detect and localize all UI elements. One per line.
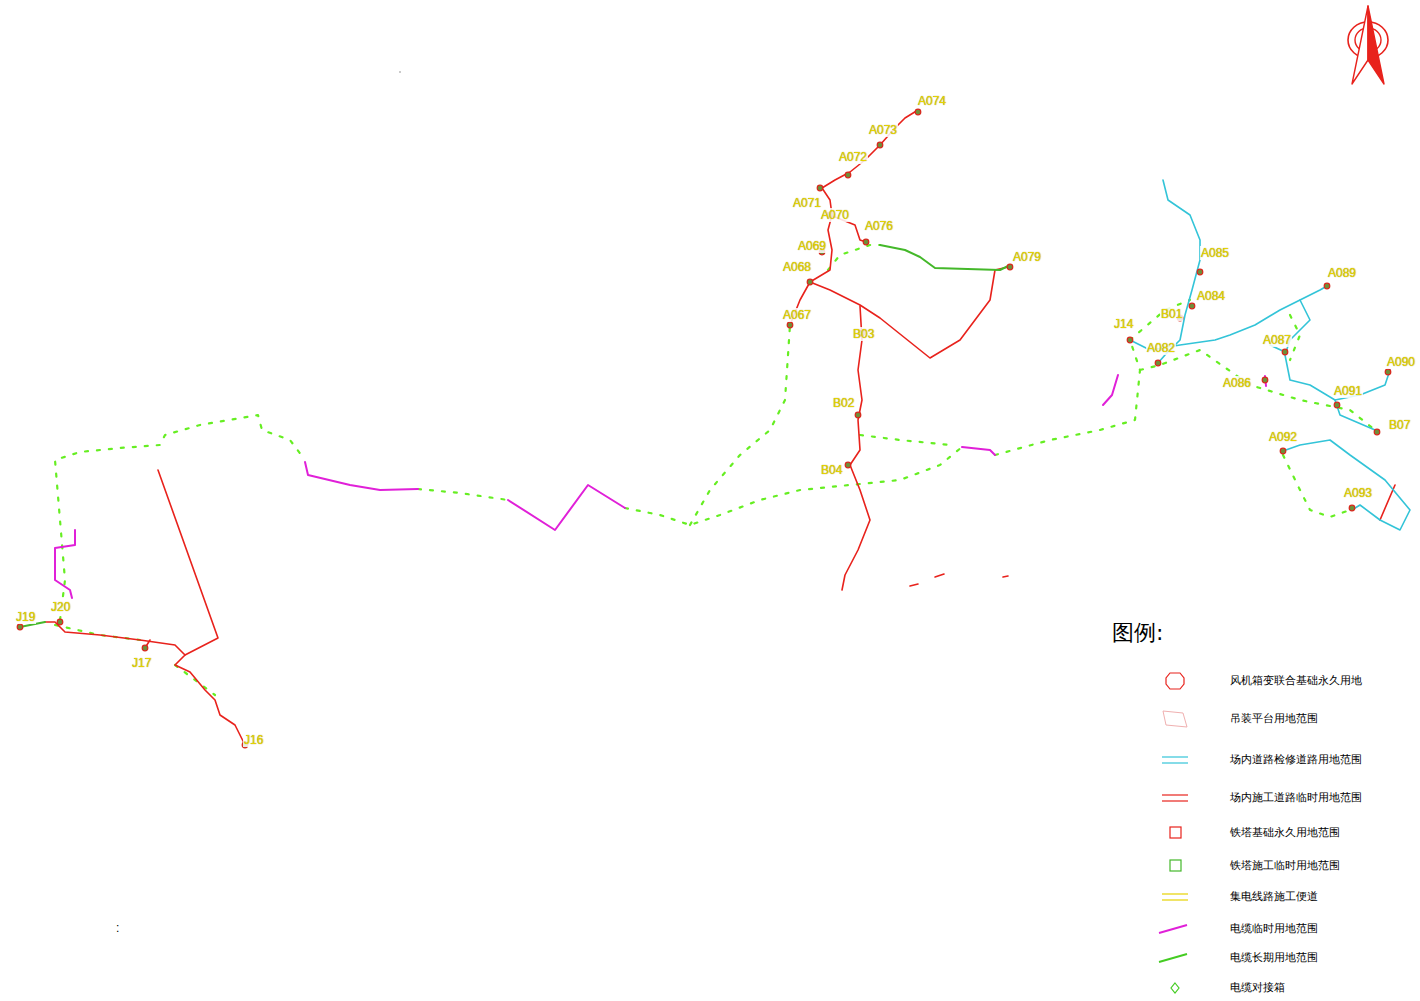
legend-sample	[1159, 954, 1187, 962]
turbine-label: A076	[864, 219, 894, 233]
legend-text: 电缆对接箱	[1230, 981, 1285, 995]
stray-mark: :	[116, 921, 119, 935]
stray-dot	[399, 71, 401, 73]
turbine-marker	[17, 109, 1391, 748]
legend-sample	[1162, 757, 1188, 763]
turbine-label: J16	[243, 733, 264, 747]
turbine-label: A085	[1200, 246, 1230, 260]
turbine-label: A082	[1146, 341, 1176, 355]
maintenance-road	[1130, 180, 1410, 530]
legend-sample	[1166, 673, 1184, 689]
legend-text: 铁塔基础永久用地范围	[1230, 826, 1340, 840]
turbine-label: A072	[838, 150, 868, 164]
turbine-label: A087	[1262, 333, 1292, 347]
turbine-label: A071	[792, 196, 822, 210]
turbine-label: A093	[1343, 486, 1373, 500]
turbine-label: A079	[1012, 250, 1042, 264]
turbine-label: J20	[50, 600, 71, 614]
turbine-label: J17	[131, 656, 152, 670]
turbine-label: A086	[1222, 376, 1252, 390]
legend-text: 场内道路检修道路用地范围	[1230, 753, 1362, 767]
legend-text: 集电线路施工便道	[1230, 890, 1318, 904]
turbine-label: B02	[832, 396, 855, 410]
legend-heading: 图例:	[1112, 620, 1163, 646]
turbine-label: B01	[1160, 307, 1183, 321]
legend-sample	[1162, 894, 1188, 900]
legend-text: 电缆临时用地范围	[1230, 922, 1318, 936]
turbine-label: B03	[852, 327, 875, 341]
turbine-label: A090	[1386, 355, 1416, 369]
turbine-label: A092	[1268, 430, 1298, 444]
legend-text: 电缆长期用地范围	[1230, 951, 1318, 965]
turbine-label: A069	[797, 239, 827, 253]
cable-long-term	[20, 245, 1010, 627]
legend-sample	[1162, 795, 1188, 801]
legend-text: 吊装平台用地范围	[1230, 712, 1318, 726]
legend-text: 铁塔施工临时用地范围	[1230, 859, 1340, 873]
turbine-label: J19	[15, 610, 36, 624]
turbine-label: A070	[820, 208, 850, 222]
legend-text: 场内施工道路临时用地范围	[1230, 791, 1362, 805]
turbine-label: A074	[917, 94, 947, 108]
legend-sample	[1170, 827, 1181, 838]
turbine-label: B04	[820, 463, 843, 477]
turbine-label: B07	[1388, 418, 1411, 432]
turbine-label: A073	[868, 123, 898, 137]
legend-sample	[1170, 860, 1181, 871]
legend-sample	[1159, 925, 1187, 933]
turbine-label: A091	[1333, 384, 1363, 398]
turbine-label: A089	[1327, 266, 1357, 280]
cable-temporary	[55, 375, 1266, 598]
turbine-label: A068	[782, 260, 812, 274]
legend-text: 风机箱变联合基础永久用地	[1230, 674, 1362, 688]
north-arrow	[1348, 6, 1388, 84]
collection-line	[55, 245, 1375, 695]
legend-sample	[1171, 983, 1179, 993]
turbine-label: J14	[1113, 317, 1134, 331]
legend-sample	[1163, 711, 1187, 727]
turbine-label: A084	[1196, 289, 1226, 303]
construction-road	[45, 110, 1395, 745]
turbine-label: A067	[782, 308, 812, 322]
